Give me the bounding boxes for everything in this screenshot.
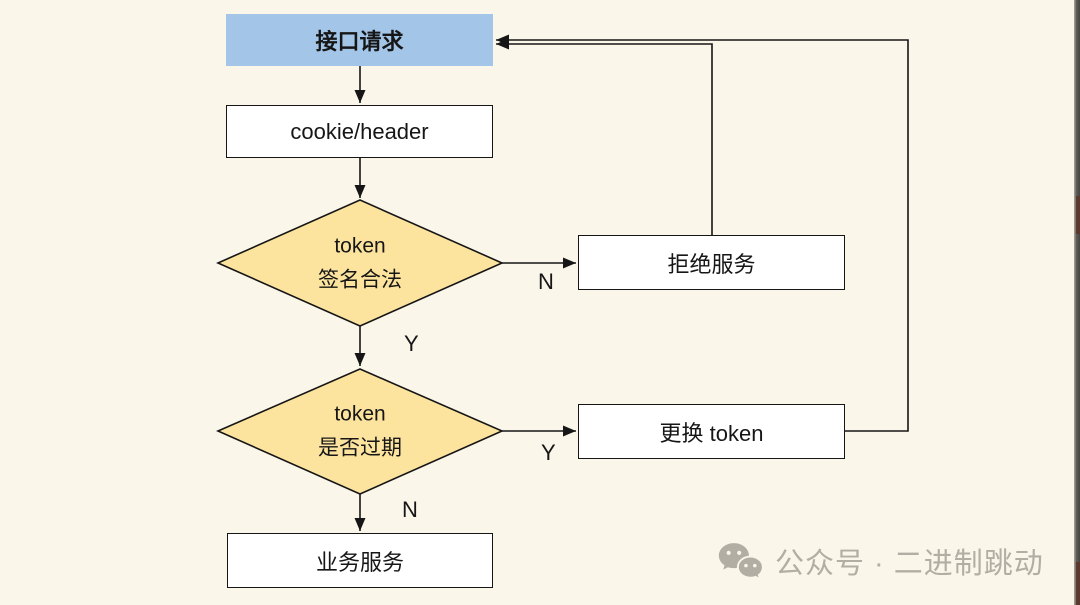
decision-token-signature-label: token 签名合法 [318, 234, 402, 291]
node-replace-token-label: 更换 token [659, 420, 764, 446]
screen-edge-strip [1074, 0, 1080, 605]
edge-label-signature-no: N [538, 269, 554, 294]
node-replace-token: 更换 token [578, 404, 845, 459]
edge-label-signature-yes: Y [404, 331, 419, 356]
node-cookie-header-label: cookie/header [290, 118, 429, 144]
node-business-service: 业务服务 [227, 533, 493, 588]
decision-token-expired-label: token 是否过期 [318, 402, 402, 459]
watermark: 公众号 · 二进制跳动 [717, 540, 1044, 582]
node-cookie-header: cookie/header [226, 105, 493, 158]
node-api-request-label: 接口请求 [315, 29, 404, 54]
node-reject-service: 拒绝服务 [578, 235, 845, 290]
node-api-request: 接口请求 [226, 14, 493, 66]
edge-replace-back-to-request [496, 34, 909, 432]
screen-edge-strip-patch [1076, 196, 1080, 234]
edge-label-expired-yes: Y [541, 440, 556, 465]
wechat-icon [718, 542, 764, 581]
screen-edge-strip-patch [1076, 562, 1080, 605]
edge-label-expired-no: N [402, 497, 418, 522]
edge-reject-back-to-request [496, 38, 713, 235]
node-reject-service-label: 拒绝服务 [667, 251, 756, 277]
node-business-service-label: 业务服务 [315, 549, 404, 575]
watermark-text: 公众号 · 二进制跳动 [775, 548, 1044, 580]
